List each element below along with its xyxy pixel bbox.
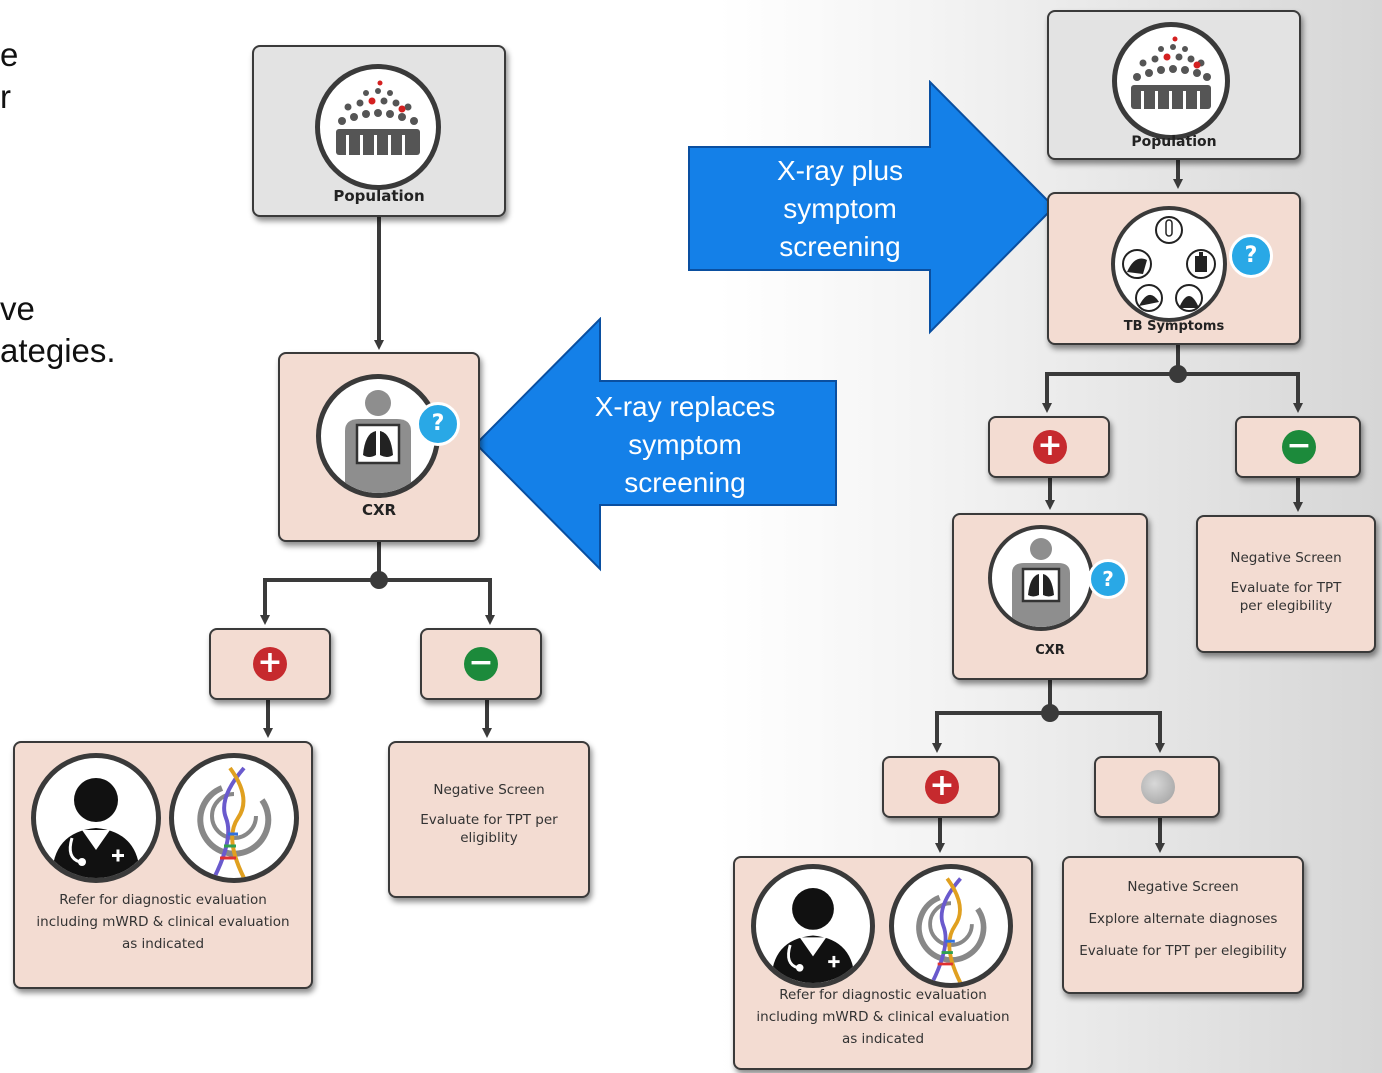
crowd-icon xyxy=(1112,22,1230,140)
left-refer-node: Refer for diagnostic evaluation includin… xyxy=(13,741,313,989)
arrow-right-shape xyxy=(688,80,1056,335)
right-refer-line-3: as indicated xyxy=(841,1031,925,1047)
right-negative-top-line-3: per elegibility xyxy=(1239,598,1333,614)
left-refer-line-3: as indicated xyxy=(121,936,205,952)
right-symptoms-question-badge: ? xyxy=(1229,234,1273,278)
slide-text-line-2: r xyxy=(0,78,11,115)
right-cxr-label: CXR xyxy=(1035,643,1065,658)
negative-icon: − xyxy=(464,647,498,681)
right-refer-node: Refer for diagnostic evaluation includin… xyxy=(733,856,1033,1070)
left-negative-line-3: eligiblity xyxy=(460,830,518,846)
left-negative-line-2: Evaluate for TPT per xyxy=(420,812,558,828)
right-symptoms-node: ? TB Symptoms xyxy=(1047,192,1301,345)
right-negative-bottom-line-2: Explore alternate diagnoses xyxy=(1088,911,1278,927)
left-negative-title: Negative Screen xyxy=(433,782,545,798)
right-positive-node: + xyxy=(988,416,1110,478)
chest-xray-person-icon xyxy=(316,374,440,498)
slide-text-line-3: ve xyxy=(0,290,35,327)
positive-icon: + xyxy=(1033,430,1067,464)
slide-text-line-4: ategies. xyxy=(0,332,116,369)
dna-molecular-test-icon xyxy=(169,753,299,883)
left-population-node: Population xyxy=(252,45,506,217)
right-population-label: Population xyxy=(1131,134,1217,150)
crowd-icon xyxy=(315,64,441,190)
right-negative-top-line-2: Evaluate for TPT xyxy=(1230,580,1342,596)
left-refer-line-1: Refer for diagnostic evaluation xyxy=(59,892,267,908)
left-cxr-label: CXR xyxy=(361,501,397,519)
negative-icon: − xyxy=(1282,430,1316,464)
right-refer-line-2: including mWRD & clinical evaluation xyxy=(756,1009,1010,1025)
doctor-icon xyxy=(31,753,161,883)
right-cxr-question-badge: ? xyxy=(1088,559,1128,599)
right-symptoms-label: TB Symptoms xyxy=(1123,319,1225,334)
right-negative-bottom-line-3: Evaluate for TPT per elegibility xyxy=(1079,943,1287,959)
left-negative-screen-node: Negative Screen Evaluate for TPT per eli… xyxy=(388,741,590,898)
right-bottom-neutral-node xyxy=(1094,756,1220,818)
right-negative-top-title: Negative Screen xyxy=(1230,550,1342,566)
left-negative-node: − xyxy=(420,628,542,700)
positive-icon: + xyxy=(253,647,287,681)
right-negative-node: − xyxy=(1235,416,1361,478)
left-population-label: Population xyxy=(333,187,425,205)
left-positive-node: + xyxy=(209,628,331,700)
right-population-node: Population xyxy=(1047,10,1301,160)
right-negative-screen-bottom-node: Negative Screen Explore alternate diagno… xyxy=(1062,856,1304,994)
chest-xray-person-icon xyxy=(988,525,1094,631)
arrow-left-shape xyxy=(474,317,837,572)
left-refer-line-2: including mWRD & clinical evaluation xyxy=(36,914,290,930)
slide-text-line-1: e xyxy=(0,36,19,73)
left-cxr-node: ? CXR xyxy=(278,352,480,542)
doctor-icon xyxy=(751,864,875,988)
neutral-result-icon xyxy=(1141,770,1175,804)
right-refer-line-1: Refer for diagnostic evaluation xyxy=(779,987,987,1003)
dna-molecular-test-icon xyxy=(889,864,1013,988)
positive-icon: + xyxy=(925,770,959,804)
right-negative-screen-top-node: Negative Screen Evaluate for TPT per ele… xyxy=(1196,515,1376,653)
tb-symptoms-icon xyxy=(1111,206,1227,322)
right-cxr-node: ? CXR xyxy=(952,513,1148,680)
left-cxr-question-badge: ? xyxy=(416,402,460,446)
right-bottom-positive-node: + xyxy=(882,756,1000,818)
right-negative-bottom-title: Negative Screen xyxy=(1127,879,1239,895)
